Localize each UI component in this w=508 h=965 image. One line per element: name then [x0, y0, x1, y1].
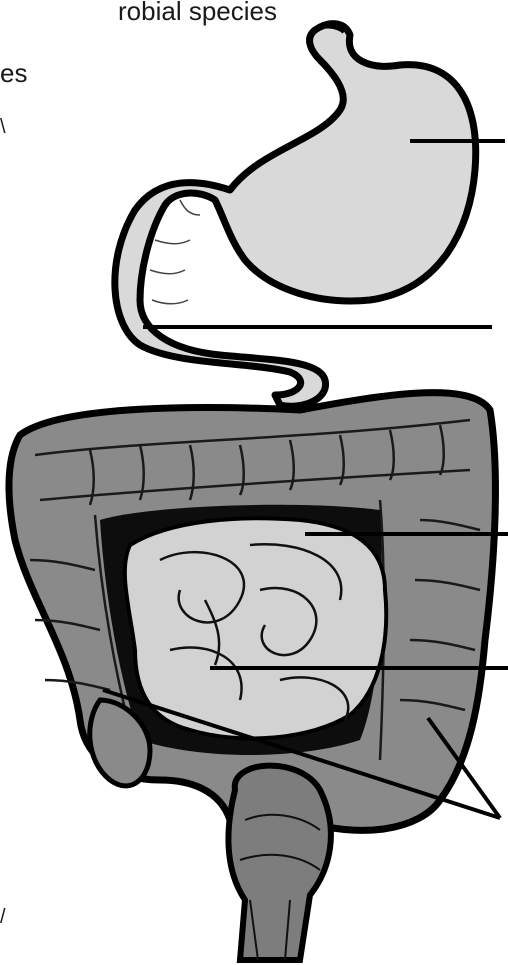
stomach — [115, 24, 476, 407]
rectum — [228, 766, 330, 960]
